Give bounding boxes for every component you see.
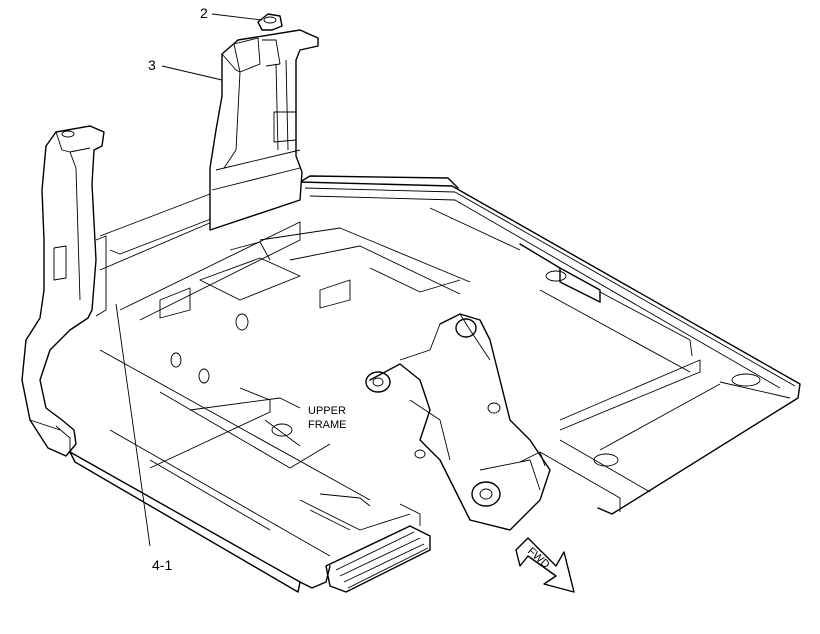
upper-frame-label-line2: FRAME	[308, 419, 347, 431]
right-rear-post	[209, 13, 319, 231]
callout-2: 2	[200, 5, 208, 21]
callout-4-1: 4-1	[152, 557, 172, 573]
fwd-direction-arrow: FWD	[515, 537, 575, 593]
front-step	[325, 503, 431, 593]
leader-4-1	[115, 303, 151, 547]
upper-frame-label-line1: UPPER	[308, 405, 346, 417]
leader-3	[161, 65, 223, 81]
forward-arrow-icon	[515, 537, 575, 593]
left-rear-post	[21, 125, 107, 457]
pivot-bracket	[365, 313, 551, 531]
callout-3: 3	[148, 57, 156, 73]
leader-2	[211, 13, 263, 21]
upper-frame-platform	[69, 175, 801, 593]
leader-lines	[115, 13, 263, 547]
